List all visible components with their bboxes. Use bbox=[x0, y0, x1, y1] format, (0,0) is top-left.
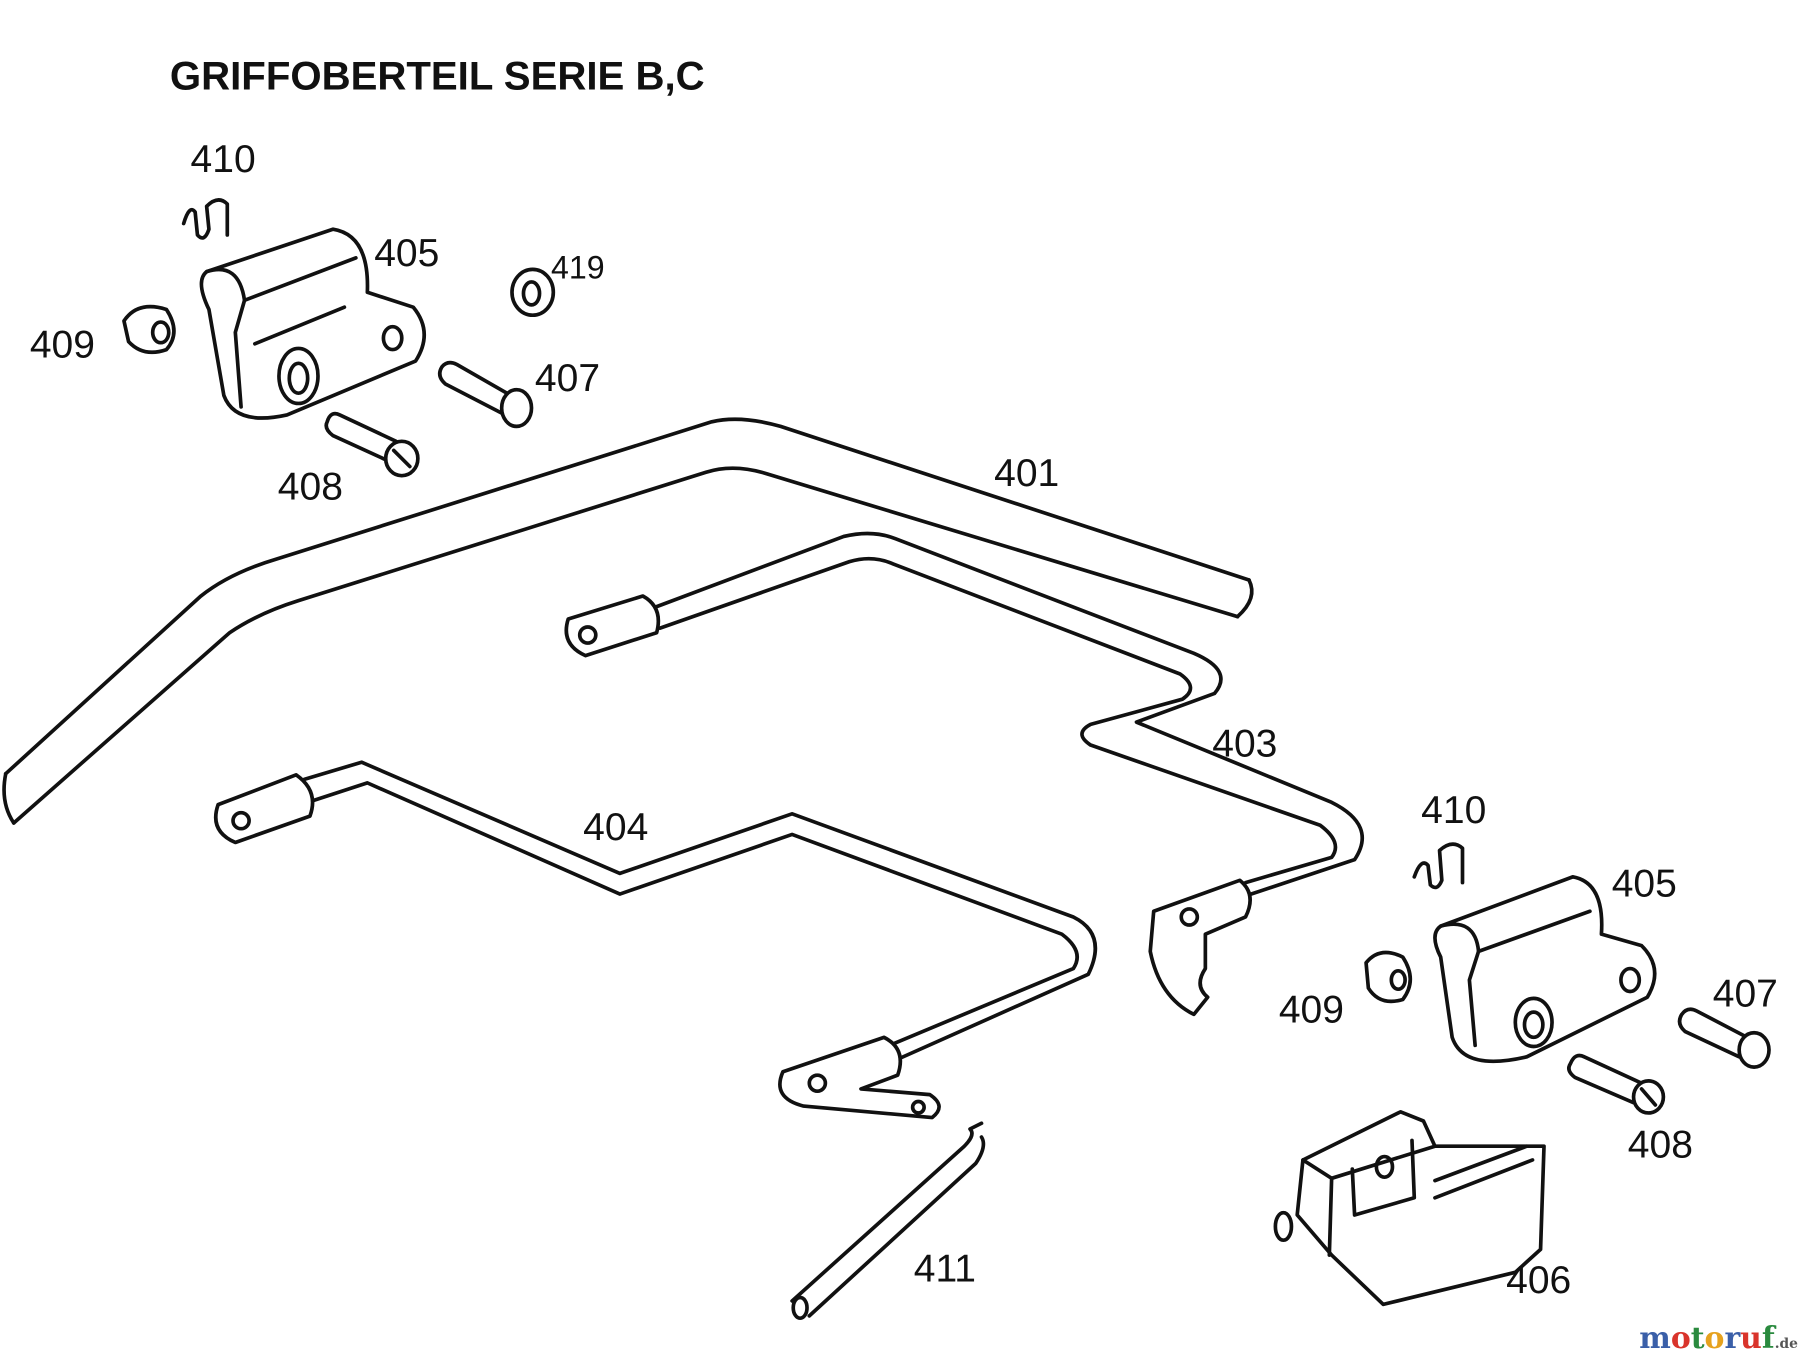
label-411: 411 bbox=[914, 1247, 976, 1290]
diagram-title: GRIFFOBERTEIL SERIE B,C bbox=[170, 53, 705, 98]
label-410-right: 410 bbox=[1421, 789, 1486, 832]
part-405-hinge-left bbox=[199, 227, 427, 420]
label-410-left: 410 bbox=[191, 138, 256, 181]
logo-o2: o bbox=[1705, 1321, 1725, 1356]
label-409-right: 409 bbox=[1279, 988, 1344, 1031]
part-405-hinge-right bbox=[1433, 875, 1657, 1064]
logo-u: u bbox=[1740, 1321, 1762, 1356]
part-408-screw-left bbox=[324, 411, 420, 478]
logo-t: t bbox=[1691, 1321, 1705, 1356]
label-419: 419 bbox=[551, 250, 605, 286]
part-409-nut-left bbox=[122, 304, 176, 355]
label-406: 406 bbox=[1506, 1259, 1571, 1302]
label-404: 404 bbox=[583, 806, 648, 849]
part-408-screw-right bbox=[1567, 1053, 1666, 1115]
label-405-left: 405 bbox=[374, 232, 439, 275]
label-401: 401 bbox=[994, 452, 1059, 495]
part-419-washer bbox=[510, 267, 556, 318]
label-407-left: 407 bbox=[535, 357, 600, 400]
part-407-pin-right bbox=[1677, 1007, 1771, 1069]
logo-tld: .de bbox=[1775, 1336, 1798, 1352]
label-409-left: 409 bbox=[30, 324, 95, 367]
label-408-left: 408 bbox=[278, 466, 343, 509]
label-408-right: 408 bbox=[1628, 1124, 1693, 1167]
label-403: 403 bbox=[1212, 723, 1277, 766]
logo-r: r bbox=[1724, 1321, 1741, 1356]
part-406-cover bbox=[1273, 1109, 1546, 1307]
part-409-nut-right bbox=[1364, 950, 1413, 1004]
motoruf-logo: motoruf.de bbox=[1639, 1321, 1798, 1356]
part-410-clip-left bbox=[181, 198, 230, 240]
logo-m: m bbox=[1639, 1321, 1671, 1356]
part-404-rod bbox=[213, 760, 1098, 1120]
label-407-right: 407 bbox=[1713, 972, 1778, 1015]
part-411-cable bbox=[790, 1121, 986, 1320]
logo-f: f bbox=[1762, 1321, 1777, 1356]
part-407-pin-left bbox=[437, 360, 534, 429]
part-401-handle-bar bbox=[2, 417, 1254, 825]
logo-o1: o bbox=[1671, 1321, 1691, 1356]
part-403-rod bbox=[564, 531, 1365, 1017]
part-410-clip-right bbox=[1412, 842, 1465, 890]
label-405-right: 405 bbox=[1612, 862, 1677, 905]
